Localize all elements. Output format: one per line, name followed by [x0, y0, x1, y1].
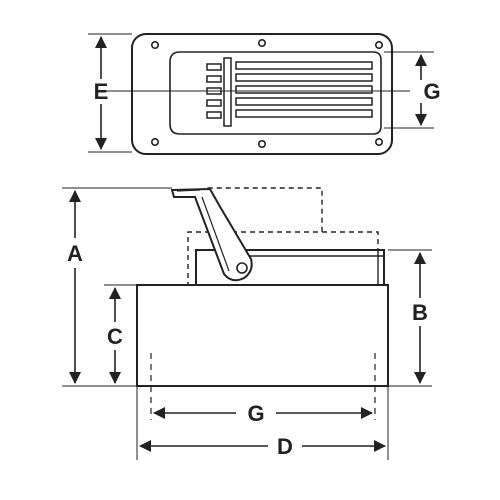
top-view-flange — [131, 33, 393, 155]
bolt-holes — [151, 38, 383, 149]
label-b: B — [412, 300, 428, 325]
dimension-d — [136, 386, 389, 460]
bolt-hole — [257, 140, 266, 149]
bolt-centerlines — [150, 353, 376, 420]
base-block — [136, 284, 389, 387]
bolt-hole — [257, 38, 266, 47]
top-view-inner-plate — [169, 51, 382, 135]
center-bar — [223, 57, 232, 127]
label-a: A — [67, 241, 83, 266]
pedal-pivot — [236, 262, 248, 274]
bolt-hole — [151, 40, 160, 49]
label-c: C — [107, 324, 123, 349]
bolt-hole — [151, 138, 160, 147]
foot-pedal — [170, 187, 253, 282]
label-g-top: G — [423, 79, 440, 104]
dimension-b — [388, 249, 432, 387]
dimension-e — [88, 33, 132, 153]
dimension-g-top — [384, 51, 434, 129]
dimension-c — [104, 284, 137, 387]
bolt-hole — [374, 138, 383, 147]
label-g-bottom: G — [247, 401, 264, 426]
label-d: D — [277, 434, 293, 459]
label-e: E — [94, 79, 109, 104]
bolt-hole — [374, 40, 383, 49]
side-view — [136, 187, 389, 420]
top-view — [104, 33, 410, 155]
long-slots — [235, 61, 373, 118]
